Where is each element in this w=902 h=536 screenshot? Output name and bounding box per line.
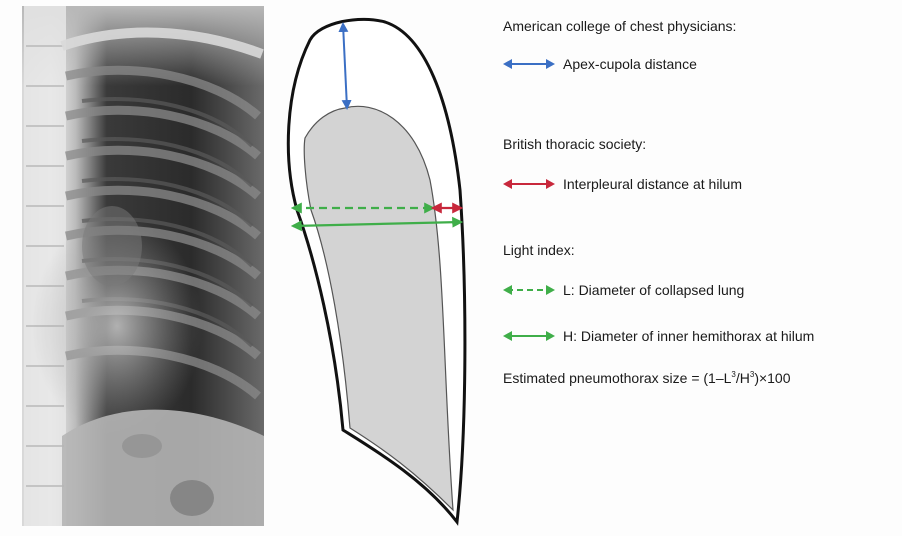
accp-heading: American college of chest physicians:: [503, 18, 737, 34]
formula-exponent-h: 3: [749, 370, 755, 379]
legend-interpleural: Interpleural distance at hilum: [503, 174, 742, 194]
apex-cupola-label: Apex-cupola distance: [563, 56, 697, 72]
interpleural-label: Interpleural distance at hilum: [563, 176, 742, 192]
green-double-arrow-icon: [503, 331, 555, 341]
pneumothorax-size-formula: Estimated pneumothorax size = (1–L3/H3)×…: [503, 370, 791, 386]
hemithorax-diameter-arrow: [290, 216, 464, 232]
red-double-arrow-icon: [503, 179, 555, 189]
l-diameter-label: L: Diameter of collapsed lung: [563, 282, 745, 298]
chest-xray-image: [22, 6, 264, 526]
legend-l-diameter: L: Diameter of collapsed lung: [503, 280, 744, 300]
pneumothorax-schematic: [275, 10, 475, 530]
blue-double-arrow-icon: [503, 59, 555, 69]
formula-suffix: )×100: [754, 370, 791, 386]
legend-h-diameter: H: Diameter of inner hemithorax at hilum: [503, 326, 814, 346]
formula-exponent-l: 3: [731, 370, 736, 379]
legend-apex-cupola: Apex-cupola distance: [503, 54, 697, 74]
formula-prefix: Estimated pneumothorax size = (1–L: [503, 370, 732, 386]
bts-heading: British thoracic society:: [503, 136, 647, 152]
light-index-heading: Light index:: [503, 242, 575, 258]
h-diameter-label: H: Diameter of inner hemithorax at hilum: [563, 328, 815, 344]
green-dashed-double-arrow-icon: [503, 285, 555, 295]
formula-mid: /H: [735, 370, 750, 386]
apex-cupola-arrow: [338, 22, 352, 110]
